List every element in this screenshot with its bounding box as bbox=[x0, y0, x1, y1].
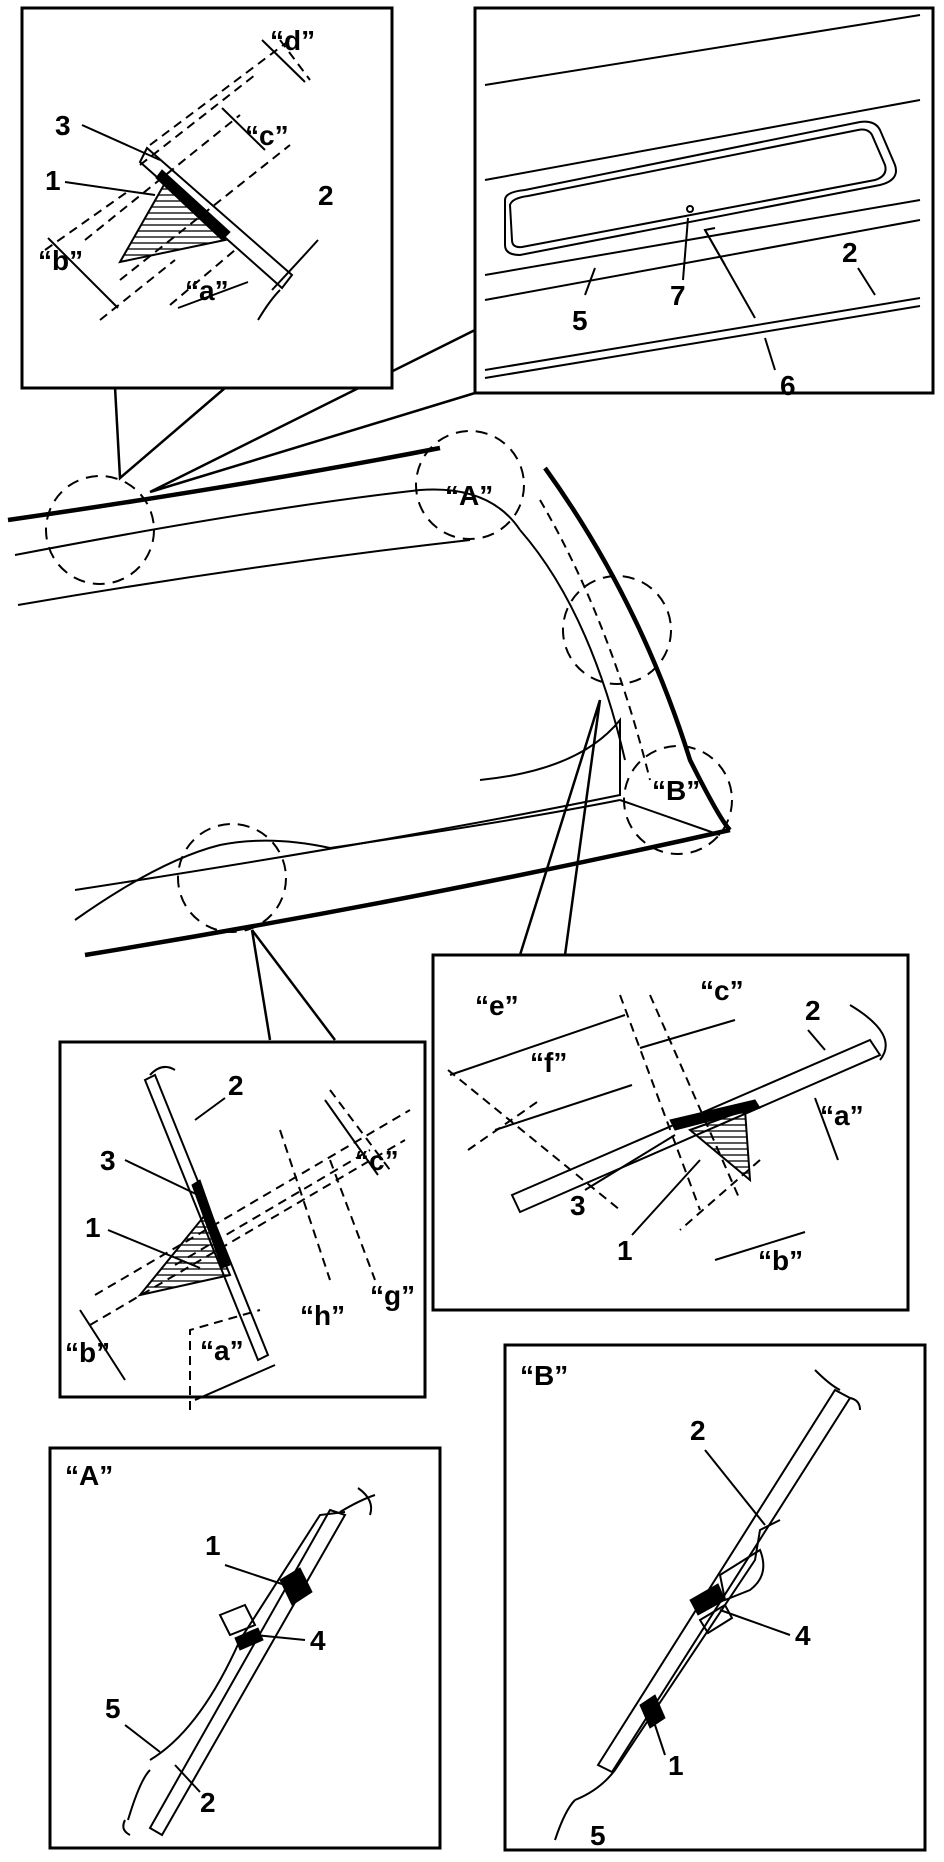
leader-top-right bbox=[149, 328, 476, 494]
leader-cowl bbox=[250, 929, 336, 1041]
insetA-label-5: 5 bbox=[105, 1693, 121, 1724]
insetB-title: “B” bbox=[520, 1360, 568, 1391]
inset2-label-7: 7 bbox=[670, 280, 686, 311]
inset1-label-d: “d” bbox=[270, 25, 315, 56]
inset3-label-1: 1 bbox=[617, 1235, 633, 1266]
zoom-circle-roof bbox=[45, 475, 155, 585]
insetB-label-5: 5 bbox=[590, 1820, 606, 1851]
inset1-label-1: 1 bbox=[45, 165, 61, 196]
zoom-circle-A bbox=[415, 430, 525, 540]
insetA-label-1: 1 bbox=[205, 1530, 221, 1561]
insetB-leaders bbox=[654, 1449, 791, 1756]
inset2-label-2: 2 bbox=[842, 237, 858, 268]
inset2-label-6: 6 bbox=[780, 370, 796, 401]
leader-roof bbox=[113, 386, 226, 481]
inset4-label-g: “g” bbox=[370, 1280, 415, 1311]
insetB-label-2: 2 bbox=[690, 1415, 706, 1446]
insetB-label-4: 4 bbox=[795, 1620, 811, 1651]
insetB-label-1: 1 bbox=[668, 1750, 684, 1781]
zoom-circle-pillar bbox=[562, 575, 672, 685]
insetA-label-4: 4 bbox=[310, 1625, 326, 1656]
insetA-leaders bbox=[124, 1564, 306, 1793]
inset3-label-c: “c” bbox=[700, 975, 744, 1006]
inset2-label-5: 5 bbox=[572, 305, 588, 336]
inset-body-detail bbox=[473, 6, 935, 395]
inset-roof-detail bbox=[20, 6, 394, 390]
inset3-label-f: “f” bbox=[530, 1047, 567, 1078]
inset1-label-a: “a” bbox=[185, 275, 229, 306]
inset4-label-a: “a” bbox=[200, 1335, 244, 1366]
inset-pillar-detail bbox=[431, 953, 910, 1312]
insetA-label-2: 2 bbox=[200, 1787, 216, 1818]
inset-B-detail bbox=[503, 1343, 927, 1852]
inset4-label-c: “c” bbox=[355, 1145, 399, 1176]
inset3-leaders bbox=[584, 1029, 826, 1236]
inset-cowl-detail bbox=[58, 1040, 427, 1410]
inset4-label-b: “b” bbox=[65, 1337, 110, 1368]
inset4-leaders bbox=[107, 1097, 226, 1269]
inset1-leaders bbox=[64, 124, 161, 196]
insetA-title: “A” bbox=[65, 1460, 113, 1491]
inset3-label-2: 2 bbox=[805, 995, 821, 1026]
inset4-label-1: 1 bbox=[85, 1212, 101, 1243]
inset4-label-2: 2 bbox=[228, 1070, 244, 1101]
inset-A-detail bbox=[48, 1446, 442, 1850]
inset2-leaders bbox=[584, 217, 876, 371]
inset4-label-h: “h” bbox=[300, 1300, 345, 1331]
inset1-label-b: “b” bbox=[38, 245, 83, 276]
inset1-label-2: 2 bbox=[318, 180, 334, 211]
inset4-label-3: 3 bbox=[100, 1145, 116, 1176]
inset3-label-e: “e” bbox=[475, 990, 519, 1021]
label-A-callout: “A” bbox=[445, 480, 493, 511]
label-B-callout: “B” bbox=[652, 775, 700, 806]
zoom-circle-B bbox=[623, 745, 733, 855]
zoom-circle-cowl bbox=[177, 823, 287, 933]
inset3-label-b: “b” bbox=[758, 1245, 803, 1276]
leader-pillar bbox=[518, 699, 602, 956]
inset3-label-3: 3 bbox=[570, 1190, 586, 1221]
inset1-label-3: 3 bbox=[55, 110, 71, 141]
main-body-outline bbox=[7, 445, 732, 958]
inset1-label-c: “c” bbox=[245, 120, 289, 151]
inset3-label-a: “a” bbox=[820, 1100, 864, 1131]
